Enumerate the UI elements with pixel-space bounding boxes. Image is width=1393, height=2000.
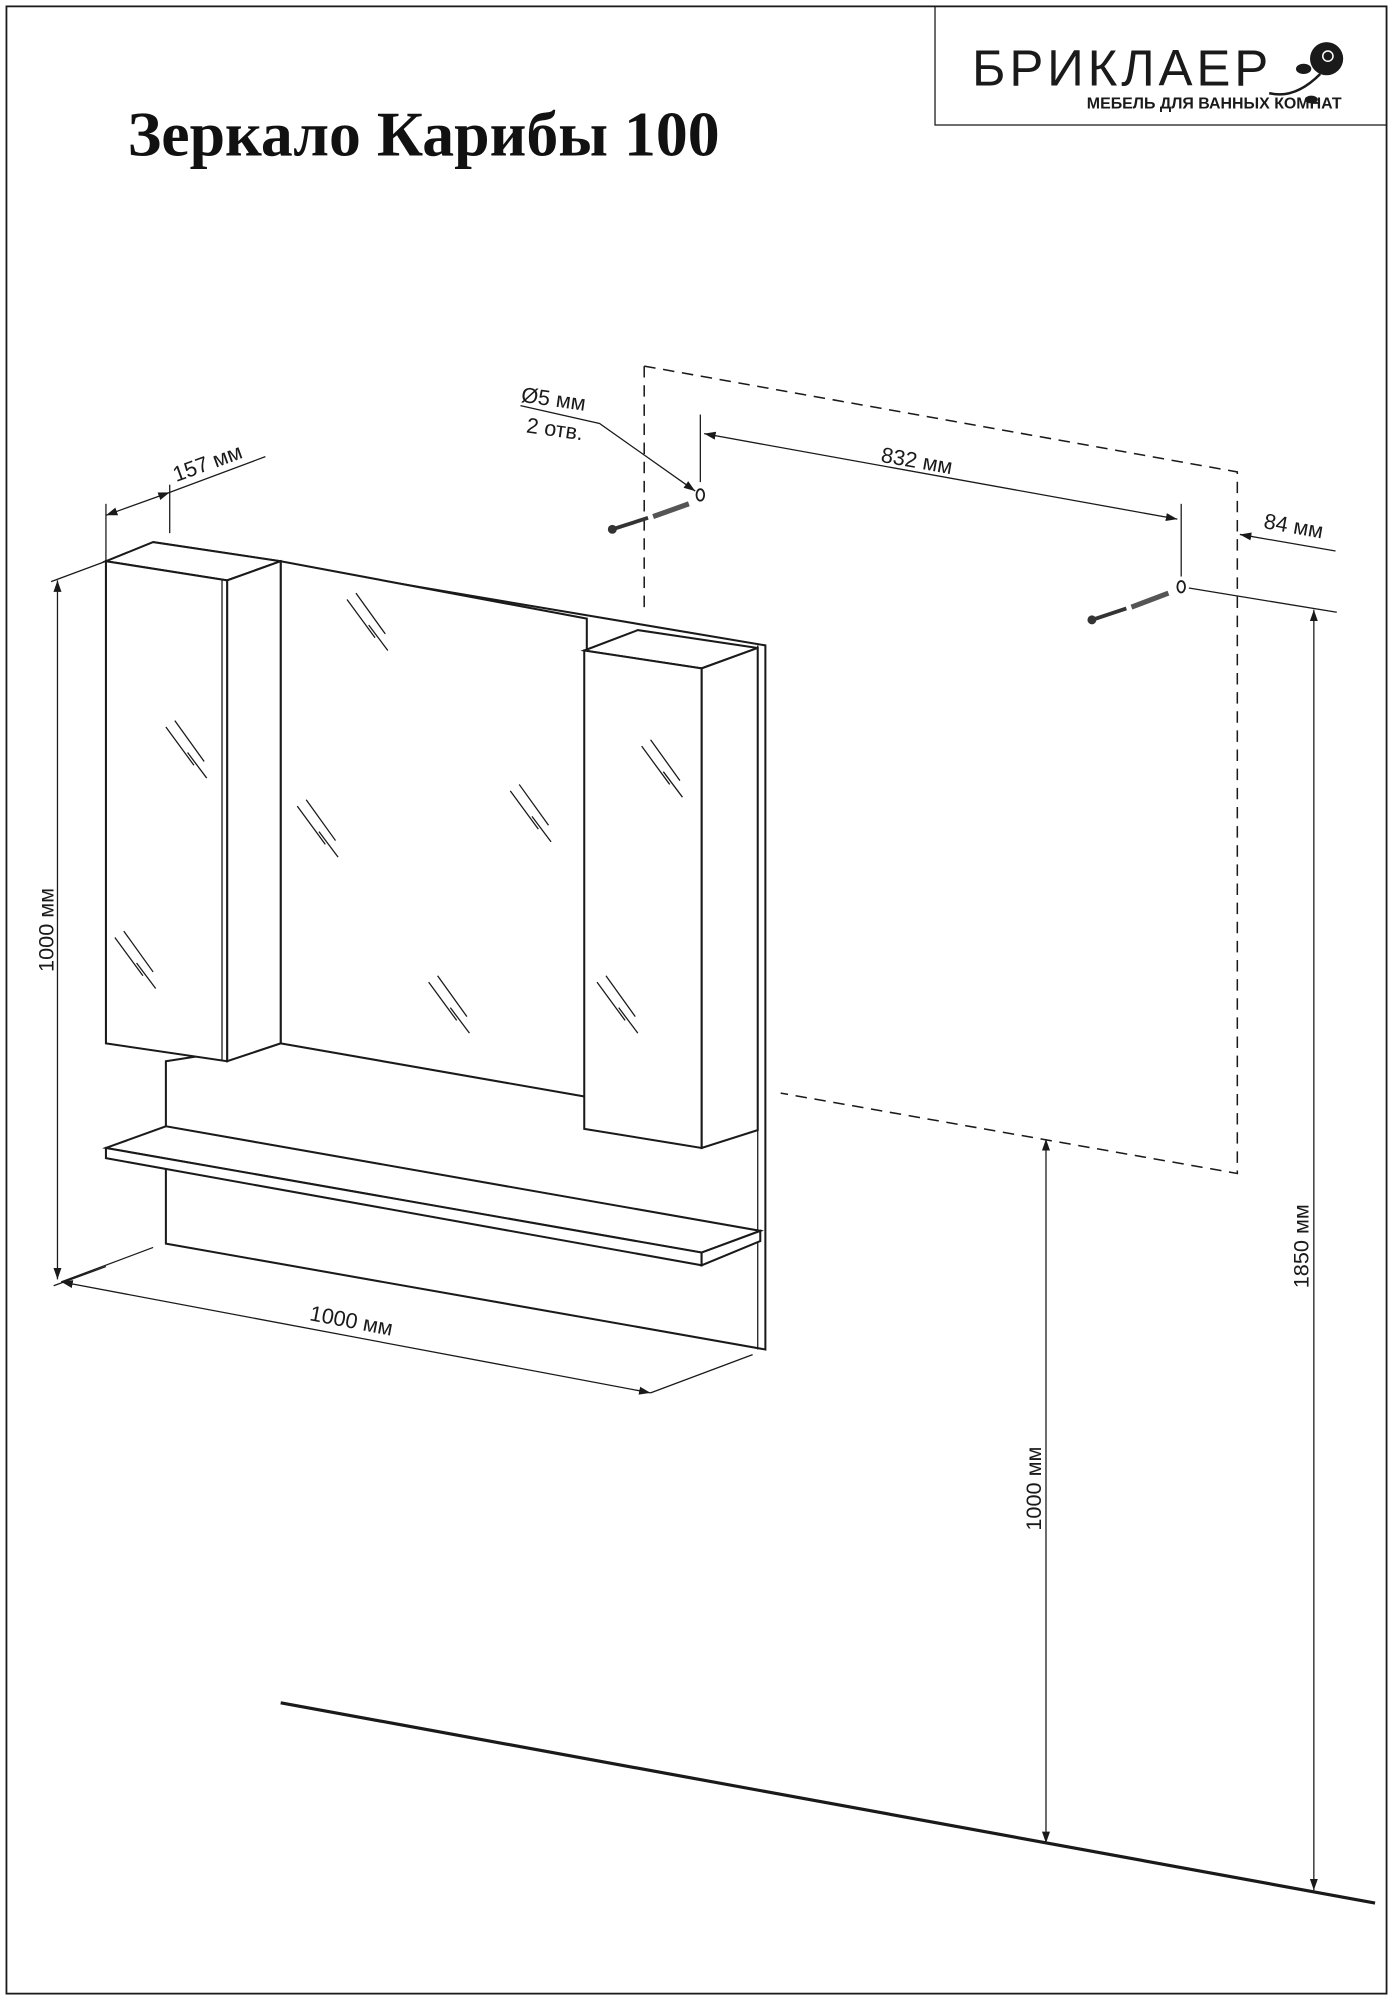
- left-cabinet-side: [226, 559, 282, 1063]
- page-title: Зеркало Карибы 100: [128, 99, 720, 170]
- width-label: 1000 мм: [308, 1301, 395, 1341]
- dimension-depth: [105, 491, 170, 516]
- left-cabinet-door: [104, 560, 229, 1063]
- bottom-height-label: 1000 мм: [1021, 1447, 1046, 1531]
- hole-spacing-label: 832 мм: [879, 442, 954, 479]
- page-border: [5, 5, 1388, 1995]
- height-label: 1000 мм: [34, 888, 59, 972]
- rose-icon: [1268, 42, 1344, 104]
- mount-hole: [1176, 580, 1186, 594]
- depth-label: 157 мм: [169, 439, 245, 487]
- dimension-width: [61, 1280, 651, 1395]
- mirror-glare-marks: [114, 592, 683, 1034]
- logo-brand: БРИКЛАЕР: [972, 39, 1272, 96]
- hole-offset-label: 84 мм: [1262, 508, 1325, 543]
- floor-line: [280, 1701, 1376, 1905]
- mirror-cabinet: [101, 541, 767, 1351]
- dimension-hole-spacing: [704, 431, 1178, 522]
- logo-tagline: МЕБЕЛЬ ДЛЯ ВАННЫХ КОМНАТ: [1087, 95, 1342, 112]
- wall-mount-outline: [643, 365, 1239, 1175]
- screw-icon: [607, 501, 690, 534]
- mount-hole: [695, 488, 706, 502]
- mount-height-label: 1850 мм: [1289, 1204, 1314, 1288]
- screw-icon: [1087, 590, 1170, 625]
- dimension-hole-offset: [1239, 532, 1336, 552]
- brand-logo: БРИКЛАЕР МЕБЕЛЬ ДЛЯ ВАННЫХ КОМНАТ: [934, 5, 1388, 126]
- hole-leader: [520, 404, 696, 492]
- right-cabinet-door: [583, 649, 703, 1150]
- right-cabinet-side: [700, 646, 759, 1150]
- hole-diameter-label: Ø5 мм: [520, 382, 588, 416]
